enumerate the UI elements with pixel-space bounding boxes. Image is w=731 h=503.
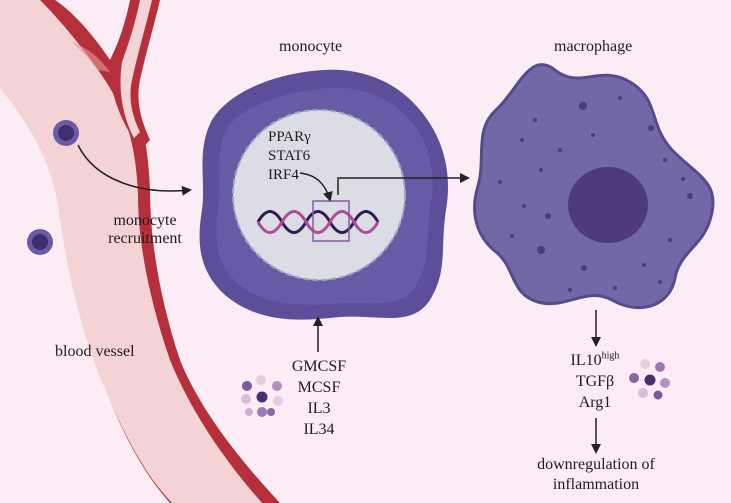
input-il34: IL34 [303,421,335,438]
monocyte-cell [199,69,449,320]
result-label-line1: downregulation of [537,456,655,473]
input-mcsf: MCSF [297,379,341,396]
cytokine-cluster-outputs [629,359,670,400]
tf-pparg-label: PPARγ [268,129,311,145]
dna-strand-a [256,210,380,234]
differentiation-arrow [337,173,470,195]
vessel-monocyte-1 [53,120,79,146]
vessel-branch-wall [109,0,160,150]
recruitment-label: monocyte recruitment [100,212,190,248]
outputs-list: IL10high TGFβ Arg1 [555,350,635,413]
tf-irf4-label: IRF4 [268,167,299,183]
recruitment-label-line2: recruitment [108,230,182,247]
output-arg1: Arg1 [578,394,612,411]
tf-stat6-label: STAT6 [268,148,311,164]
inputs-list: GMCSF MCSF IL3 IL34 [283,356,355,440]
monocyte-title: monocyte [279,38,343,55]
vessel-branch-lumen [120,0,152,138]
recruitment-arrow [77,144,192,196]
cytokine-cluster-inputs [241,375,283,417]
macrophage-title: macrophage [554,38,633,55]
tf-binding-arrow [299,172,333,202]
output-il10-sup: high [601,350,620,362]
macrophage-nucleus [568,167,648,243]
input-il3: IL3 [307,400,331,417]
result-label: downregulation of inflammation [520,455,672,495]
output-tgfb: TGFβ [575,373,615,390]
result-label-line2: inflammation [552,476,640,493]
macrophage-granules [498,96,693,292]
input-gmcsf: GMCSF [291,358,347,375]
monocyte-nucleus [232,109,406,281]
macrophage-cell [473,63,715,310]
output-il10: IL10high [555,350,635,371]
vessel-monocyte-2 [27,229,53,255]
dna-strand-b [256,210,380,234]
recruitment-label-line1: monocyte [113,212,177,229]
blood-vessel-label: blood vessel [55,343,135,360]
output-il10-base: IL10 [570,352,602,369]
